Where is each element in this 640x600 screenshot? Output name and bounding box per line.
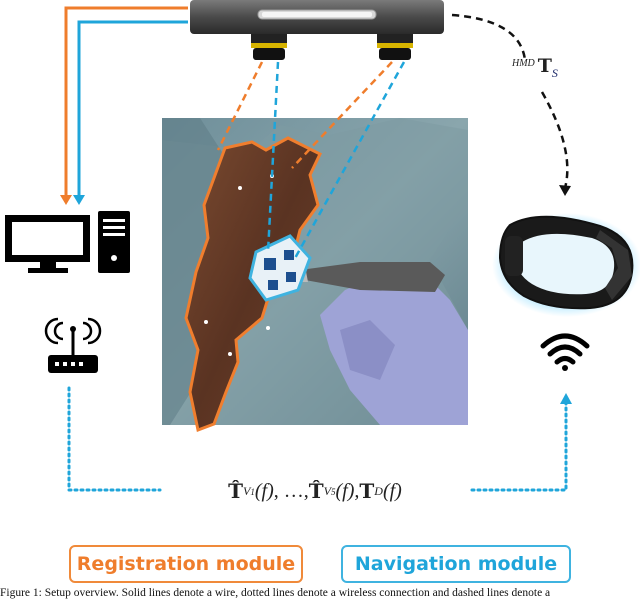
formula-t2: T̂ <box>308 479 324 503</box>
formula-sub3: D <box>374 483 383 498</box>
formula-t1: T̂ <box>228 479 244 503</box>
dotted-link-right <box>470 393 572 492</box>
camera-view-blue <box>266 61 406 261</box>
transform-superscript: HMD <box>512 58 535 69</box>
computer-icon <box>5 211 130 273</box>
wifi-icon <box>540 333 590 371</box>
formula-arg3: (f) <box>382 479 402 502</box>
hmd-icon <box>492 213 640 317</box>
dashed-link-hmd <box>451 13 571 196</box>
surgical-photo <box>162 118 468 433</box>
registration-module-box: Registration module <box>69 545 303 583</box>
formula-sub1a: V <box>243 483 251 498</box>
navigation-module-box: Navigation module <box>341 545 571 583</box>
formula-sep: , …, <box>273 479 309 502</box>
camera-view-orange <box>216 61 393 169</box>
transform-symbol: T <box>537 55 552 77</box>
stereo-camera-icon <box>190 0 444 60</box>
formula-sub2a: V <box>323 483 331 498</box>
formula-arg1: (f) <box>254 479 274 502</box>
formula-sub2b: 5 <box>331 486 336 497</box>
formula-t3: T <box>359 479 375 503</box>
navigation-module-label: Navigation module <box>354 553 558 575</box>
router-icon <box>44 317 102 373</box>
figure-caption: Figure 1: Setup overview. Solid lines de… <box>0 587 551 599</box>
registration-module-label: Registration module <box>76 553 296 575</box>
wire-blue <box>73 20 188 205</box>
dotted-link-left <box>67 386 162 492</box>
transform-subscript: S <box>551 65 558 80</box>
formula-sub1b: 1 <box>250 486 255 497</box>
wire-orange <box>60 6 188 205</box>
formula-arg2: (f), <box>335 479 360 502</box>
